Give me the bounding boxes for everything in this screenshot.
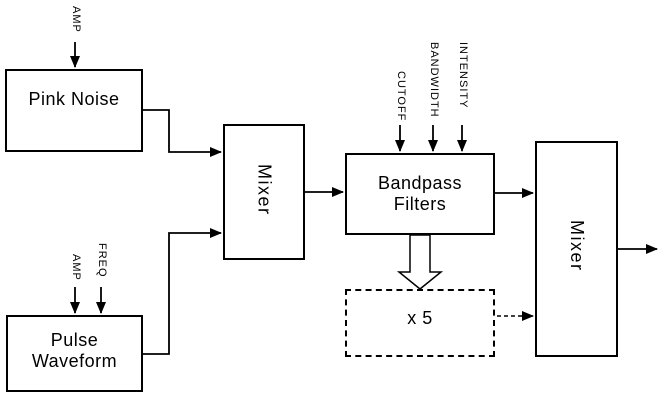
param-label-bandwidth: BANDWIDTH [428, 42, 440, 118]
connector-pink-noise-to-mixer1 [143, 109, 222, 157]
bandpass-line1: Bandpass [377, 173, 463, 193]
pulse-waveform-line1: Pulse [50, 329, 99, 350]
multiplier-label: x 5 [407, 307, 433, 328]
block-mixer-1: Mixer [223, 124, 305, 260]
mixer-2-label: Mixer [567, 220, 587, 272]
connector-pulse-to-mixer1 [143, 228, 222, 355]
param-label-pink-noise-amp: AMP [70, 6, 82, 33]
block-pulse-waveform: Pulse Waveform [6, 315, 143, 392]
block-bandpass-filters: Bandpass Filters [345, 153, 495, 235]
pink-noise-label: Pink Noise [28, 89, 120, 109]
block-arrow-bandpass-to-multiplier [396, 234, 444, 290]
mixer-1-label: Mixer [254, 164, 275, 216]
pulse-waveform-line2: Waveform [31, 350, 118, 371]
param-label-intensity: INTENSITY [457, 42, 469, 109]
param-label-cutoff: CUTOFF [395, 71, 407, 122]
bandpass-line2: Filters [393, 194, 447, 214]
bandpass-filters-label: Bandpass Filters [378, 173, 462, 215]
block-mixer-2: Mixer [535, 141, 618, 357]
block-pink-noise: Pink Noise [5, 69, 143, 152]
param-label-pulse-amp: AMP [70, 254, 82, 281]
pulse-waveform-label: Pulse Waveform [32, 330, 117, 372]
block-multiplier-x5: x 5 [345, 289, 495, 357]
param-label-pulse-freq: FREQ [96, 243, 108, 278]
